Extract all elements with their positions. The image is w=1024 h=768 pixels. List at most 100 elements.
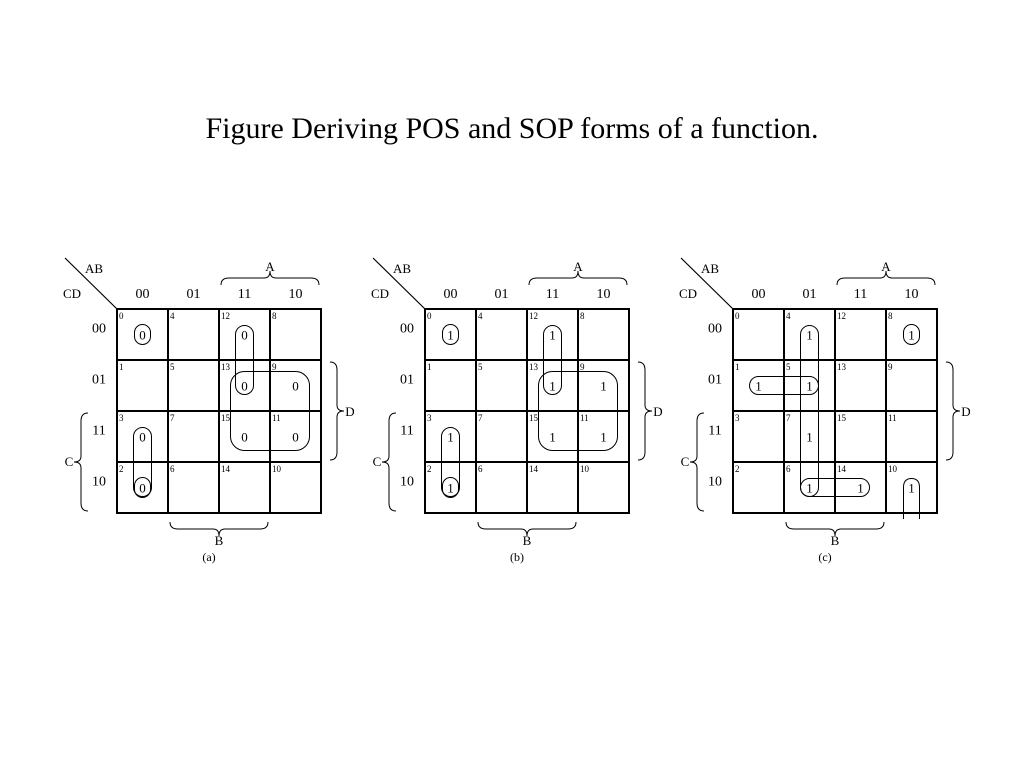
variable-label-c: C	[373, 454, 382, 469]
minterm-index: 15	[529, 413, 539, 423]
brace-a	[528, 270, 628, 286]
variable-label-a: A	[881, 259, 891, 274]
row-code: 00	[708, 322, 722, 337]
cell-value: 0	[292, 430, 299, 445]
map-caption: (a)	[202, 550, 215, 564]
cell-value: 1	[549, 328, 556, 343]
cell-value: 0	[241, 379, 248, 394]
minterm-index: 12	[221, 311, 230, 321]
column-code: 10	[597, 287, 611, 302]
brace-d	[329, 361, 345, 461]
grouping-loop	[543, 325, 562, 395]
cell-value: 0	[139, 481, 146, 496]
cell-value: 1	[600, 379, 607, 394]
minterm-index: 3	[427, 413, 432, 423]
variable-label-d: D	[653, 404, 662, 419]
brace-c	[73, 412, 89, 512]
brace-b	[477, 521, 577, 537]
minterm-index: 6	[478, 464, 483, 474]
minterm-index: 1	[119, 362, 124, 372]
cell-value: 1	[447, 430, 454, 445]
corner-diagonal	[372, 257, 426, 310]
map-caption: (b)	[510, 550, 524, 564]
minterm-index: 0	[119, 311, 124, 321]
brace-c	[689, 412, 705, 512]
minterm-index: 8	[272, 311, 277, 321]
grouping-loop	[442, 324, 459, 345]
variable-label-a: A	[265, 259, 275, 274]
cell-value: 1	[806, 379, 813, 394]
minterm-index: 10	[580, 464, 590, 474]
grouping-loop	[749, 376, 819, 395]
corner-diagonal	[64, 257, 118, 310]
minterm-index: 14	[837, 464, 847, 474]
minterm-index: 11	[888, 413, 897, 423]
minterm-index: 7	[478, 413, 483, 423]
cell-value: 1	[806, 430, 813, 445]
column-code: 00	[752, 287, 766, 302]
variable-label-b: B	[831, 533, 840, 548]
minterm-index: 2	[119, 464, 124, 474]
grouping-loop	[903, 324, 920, 345]
corner-label-cd: CD	[63, 286, 81, 301]
variable-label-b: B	[523, 533, 532, 548]
row-code: 01	[92, 373, 106, 388]
cell-value: 0	[139, 430, 146, 445]
minterm-index: 10	[888, 464, 898, 474]
brace-d	[945, 361, 961, 461]
grouping-loop	[134, 324, 151, 345]
corner-label-ab: AB	[85, 261, 103, 276]
minterm-index: 7	[786, 413, 791, 423]
grouping-loop	[441, 427, 460, 497]
minterm-index: 9	[580, 362, 585, 372]
map-caption: (c)	[818, 550, 831, 564]
minterm-index: 8	[580, 311, 585, 321]
minterm-index: 12	[837, 311, 846, 321]
corner-diagonal	[680, 257, 734, 310]
grouping-loop	[133, 427, 152, 497]
variable-label-a: A	[573, 259, 583, 274]
brace-a	[220, 270, 320, 286]
minterm-index: 3	[735, 413, 740, 423]
minterm-index: 10	[272, 464, 282, 474]
corner-label-cd: CD	[371, 286, 389, 301]
row-code: 10	[92, 475, 106, 490]
grouping-loop	[235, 325, 254, 395]
cell-value: 1	[806, 328, 813, 343]
page-title: Figure Deriving POS and SOP forms of a f…	[205, 112, 819, 145]
cell-value: 1	[600, 430, 607, 445]
variable-label-d: D	[961, 404, 970, 419]
column-code: 10	[905, 287, 919, 302]
cell-value: 0	[241, 328, 248, 343]
row-code: 11	[92, 424, 105, 439]
minterm-index: 6	[170, 464, 175, 474]
minterm-index: 4	[170, 311, 175, 321]
minterm-index: 12	[529, 311, 538, 321]
minterm-index: 2	[735, 464, 740, 474]
column-code: 11	[546, 287, 559, 302]
column-code: 10	[289, 287, 303, 302]
cell-value: 0	[292, 379, 299, 394]
column-code: 11	[854, 287, 867, 302]
cell-value: 1	[806, 481, 813, 496]
variable-label-b: B	[215, 533, 224, 548]
cell-value: 0	[139, 328, 146, 343]
grouping-loop	[800, 478, 870, 497]
minterm-index: 8	[888, 311, 893, 321]
brace-b	[785, 521, 885, 537]
minterm-index: 5	[786, 362, 791, 372]
minterm-index: 3	[119, 413, 124, 423]
minterm-index: 11	[580, 413, 589, 423]
minterm-index: 14	[529, 464, 539, 474]
column-code: 01	[495, 287, 509, 302]
column-code: 01	[187, 287, 201, 302]
minterm-index: 13	[837, 362, 847, 372]
column-code: 11	[238, 287, 251, 302]
grouping-loop	[230, 371, 310, 451]
grouping-loop	[442, 477, 459, 498]
minterm-index: 0	[735, 311, 740, 321]
minterm-index: 15	[837, 413, 847, 423]
